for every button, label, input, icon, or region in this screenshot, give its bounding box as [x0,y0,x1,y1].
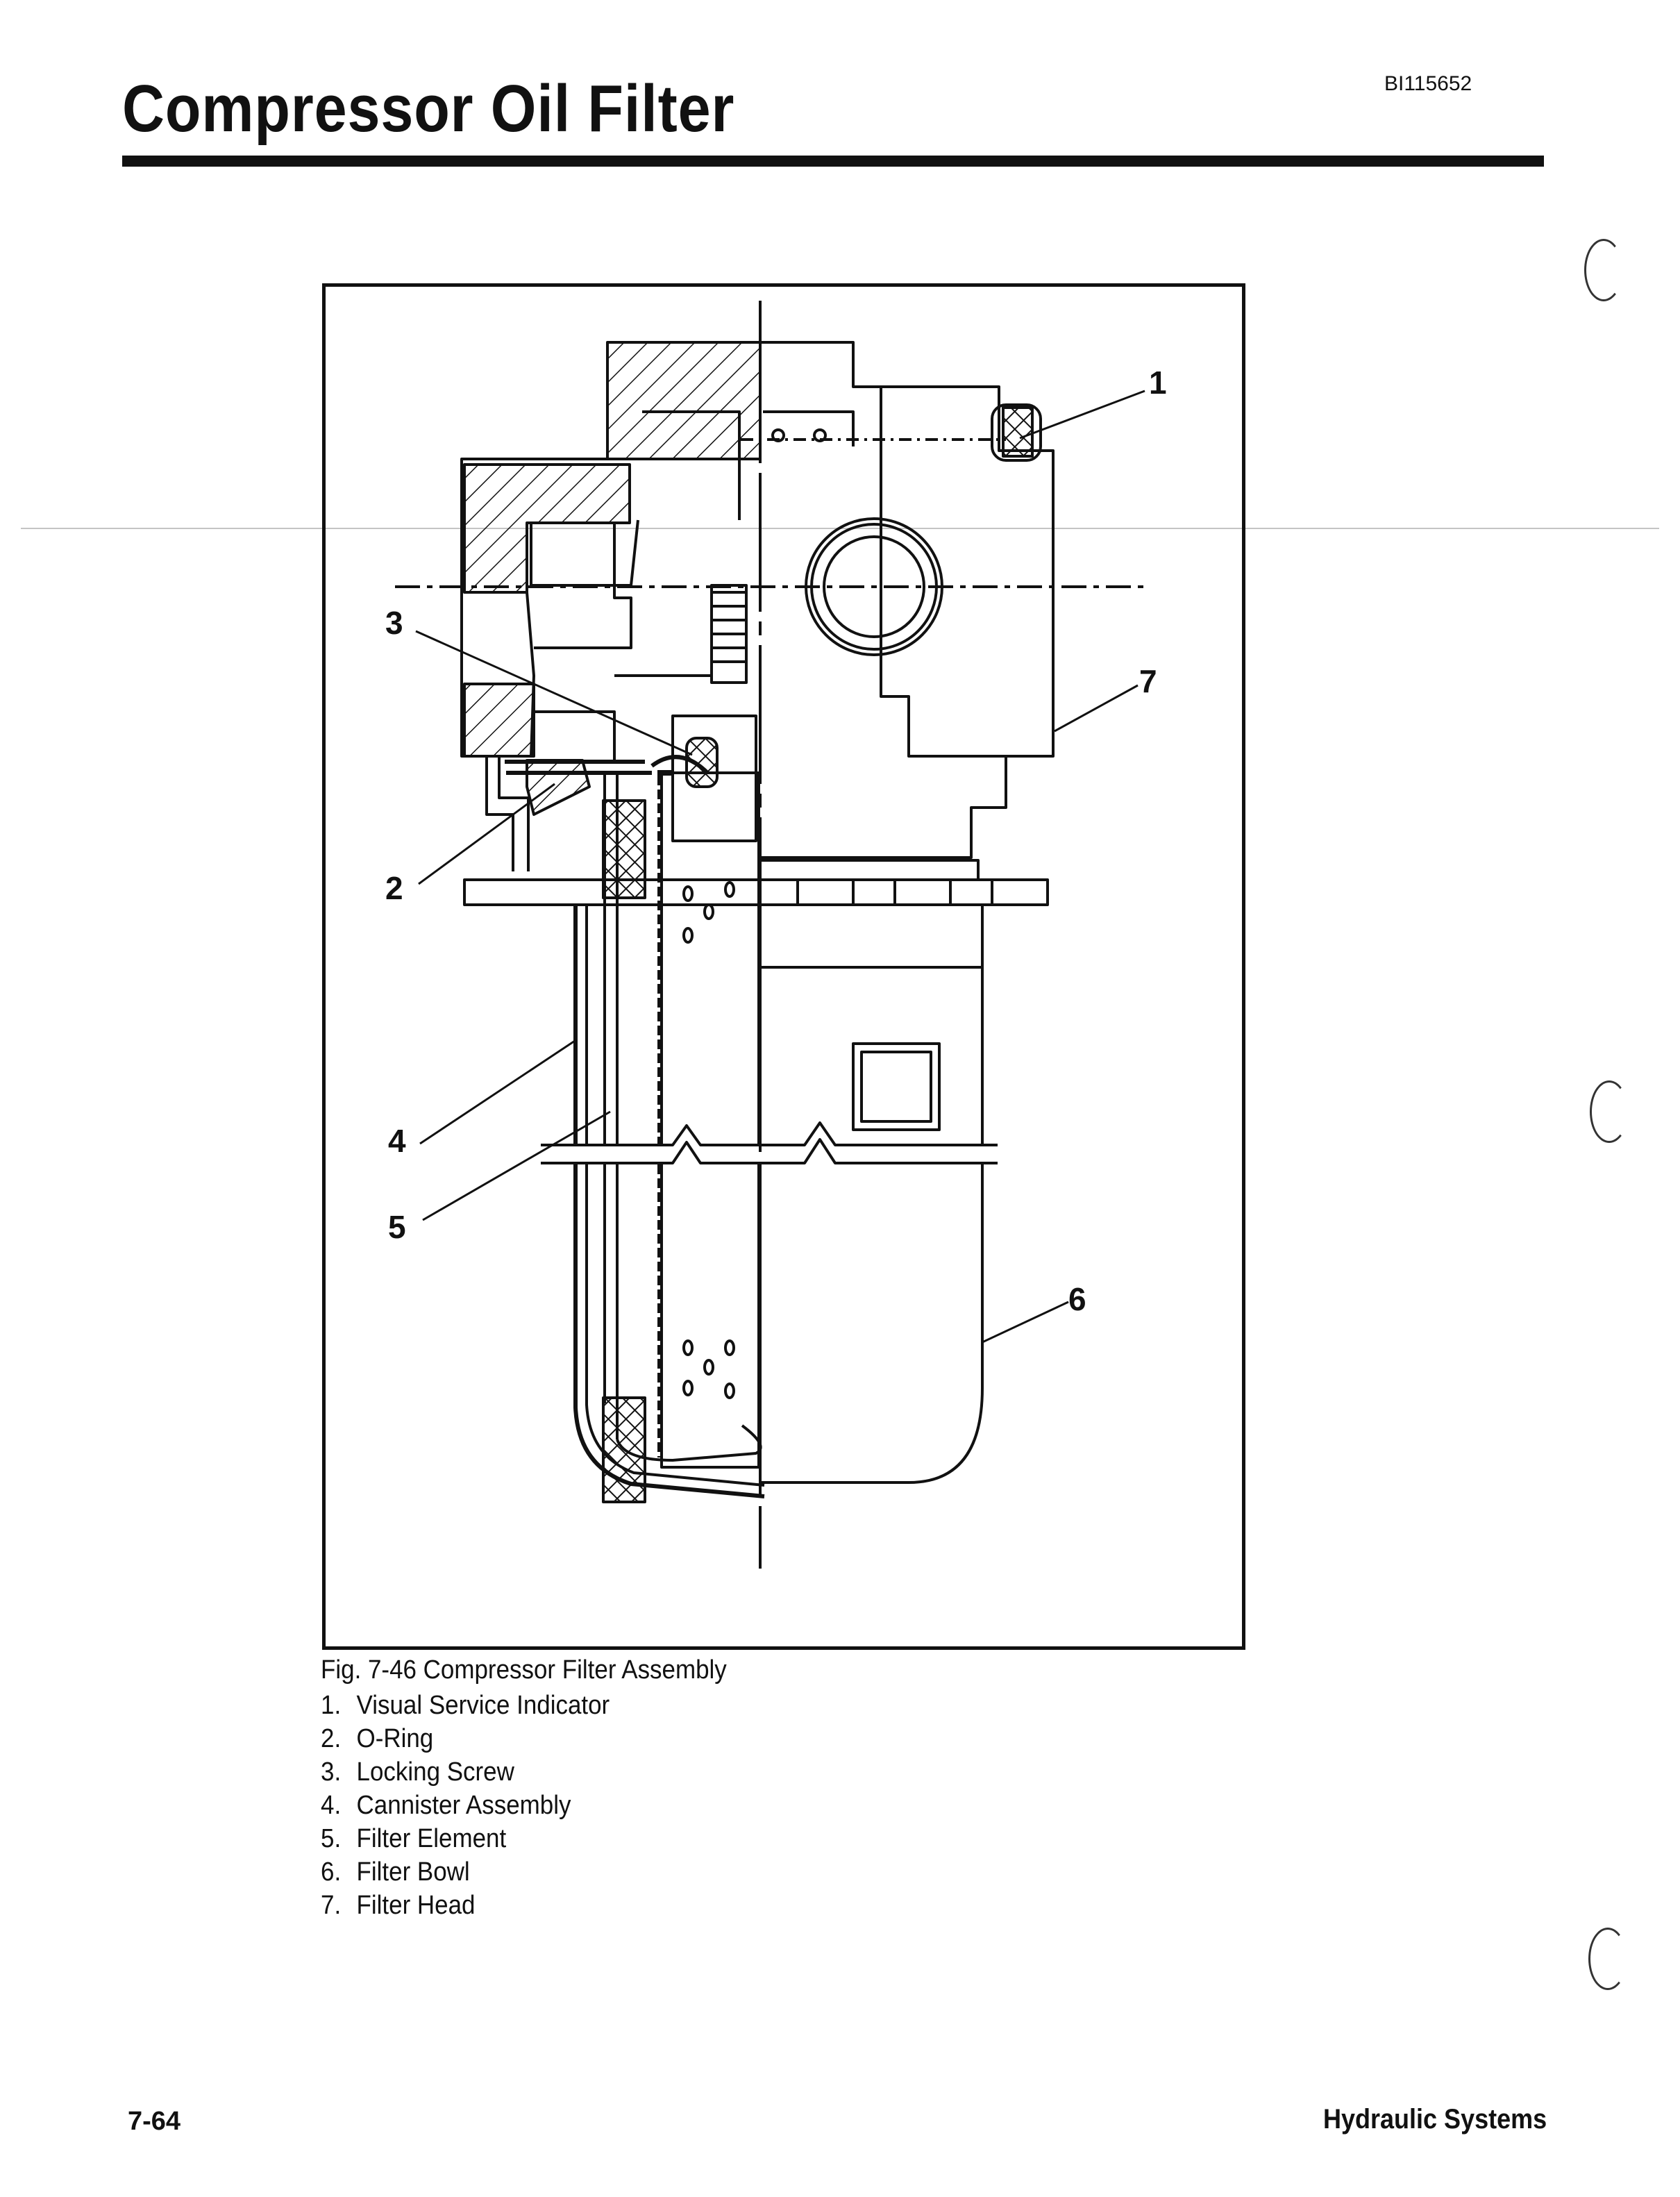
callout-5: 5 [388,1209,406,1245]
legend-number: 1. [321,1691,342,1720]
binder-hole-bottom [1588,1928,1627,1990]
filter-head-right [395,341,1145,859]
binder-hole-top [1584,239,1623,301]
legend-number: 7. [321,1891,342,1920]
canister-assembly [573,773,765,1503]
section-name: Hydraulic Systems [1323,2104,1547,2135]
legend-item: 6. Filter Bowl [321,1855,610,1889]
figure-caption: Fig. 7-46 Compressor Filter Assembly [321,1655,727,1685]
legend-number: 5. [321,1824,342,1853]
legend-label: O-Ring [356,1724,434,1753]
mounting-flange [463,859,1049,906]
legend-item: 4. Cannister Assembly [321,1789,610,1822]
legend-item: 2. O-Ring [321,1722,610,1755]
legend-label: Cannister Assembly [356,1791,571,1820]
legend-label: Locking Screw [356,1757,514,1787]
legend-number: 2. [321,1724,342,1753]
legend-item: 1. Visual Service Indicator [321,1689,610,1722]
figure-frame: 1 2 3 4 5 6 7 [322,283,1245,1650]
legend-number: 6. [321,1857,342,1887]
legend-item: 7. Filter Head [321,1889,610,1922]
document-code: BI115652 [1384,72,1472,95]
head-section-hatched [463,341,762,816]
break-line [541,1121,998,1164]
legend-item: 3. Locking Screw [321,1755,610,1789]
legend-label: Filter Bowl [356,1857,470,1887]
center-tube [660,771,760,1469]
legend-item: 5. Filter Element [321,1822,610,1855]
filter-assembly-drawing: 1 2 3 4 5 6 7 [385,301,1167,1569]
leader-lines [415,390,1145,1344]
title-rule [122,156,1544,167]
callout-7: 7 [1139,663,1157,699]
callout-3: 3 [385,605,403,641]
parts-legend: 1. Visual Service Indicator 2. O-Ring 3. Lo… [321,1689,610,1922]
locking-screw-detail [657,737,719,788]
callout-4: 4 [388,1123,406,1159]
legend-number: 3. [321,1757,342,1787]
page-number: 7-64 [128,2107,181,2136]
callout-6: 6 [1068,1281,1086,1317]
binder-hole-middle [1590,1080,1629,1143]
callout-1: 1 [1149,365,1167,401]
legend-label: Visual Service Indicator [356,1691,610,1720]
legend-label: Filter Element [356,1824,507,1853]
callout-2: 2 [385,870,403,906]
filter-bowl [759,905,984,1484]
legend-number: 4. [321,1791,342,1820]
page-title: Compressor Oil Filter [122,72,735,146]
legend-label: Filter Head [356,1891,476,1920]
